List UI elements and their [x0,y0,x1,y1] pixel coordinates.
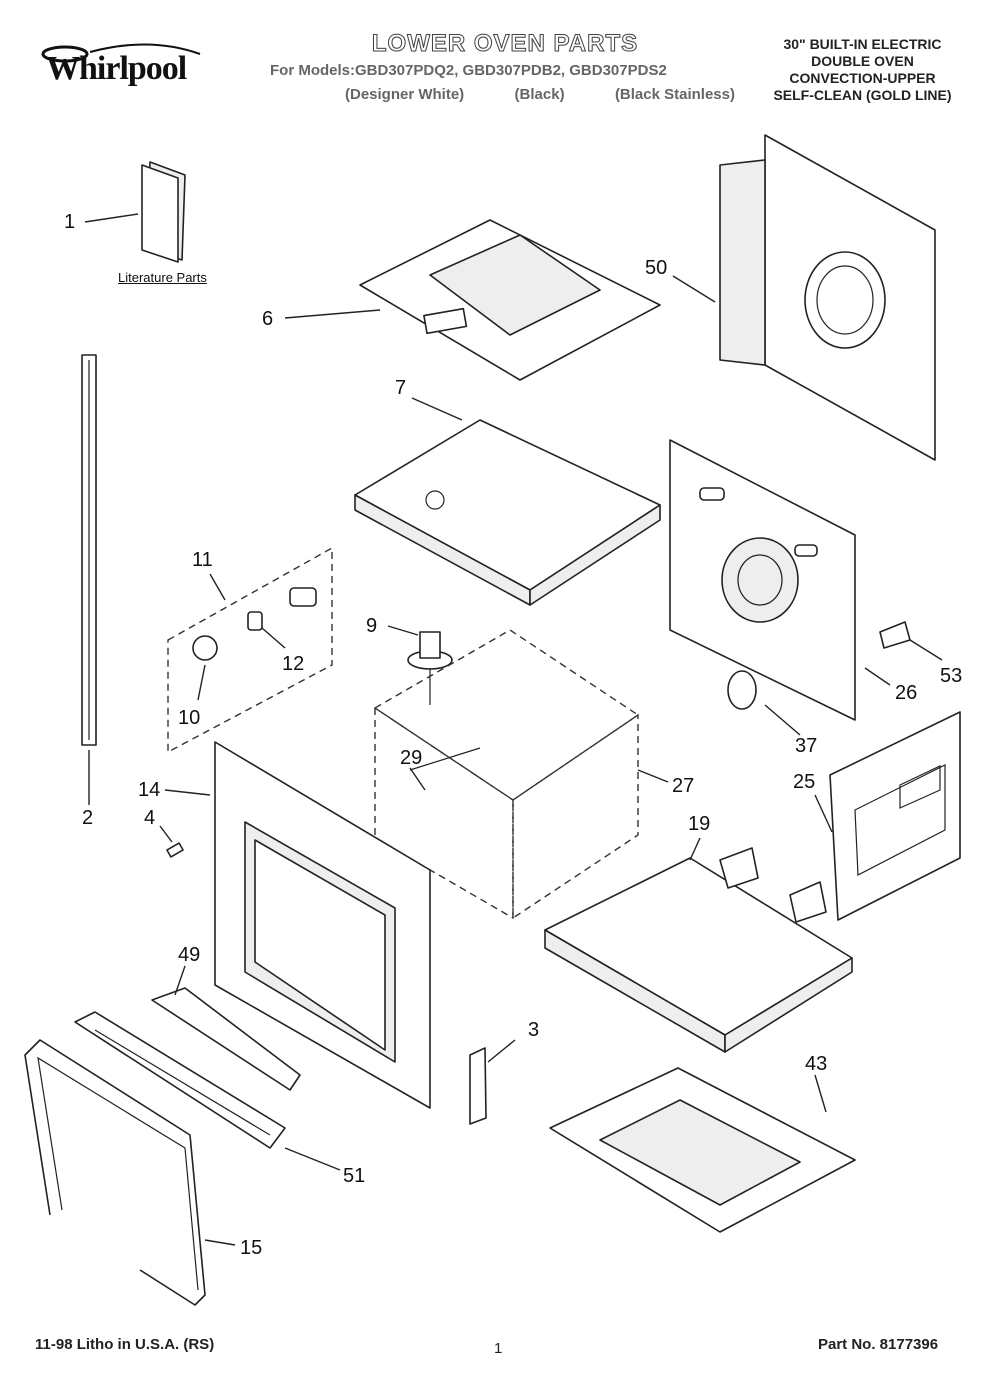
callout-12: 12 [282,653,305,675]
part-number: Part No. 8177396 [818,1336,939,1353]
model-variants: (Designer White) (Black) (Black Stainles… [345,86,735,103]
front-frame-part [214,741,431,1109]
mount-bracket-part [469,1047,487,1125]
literature-parts-label: Literature Parts [118,270,207,285]
brand-name: Whirlpool [46,50,187,87]
top-duct-panel-part [359,219,661,381]
variant-label: (Black) [514,86,565,103]
side-trim-strip-part [81,354,97,746]
thermostat-part [407,631,453,705]
callout-27: 27 [672,775,695,797]
callout-51: 51 [343,1165,366,1187]
variant-label: (Designer White) [345,86,465,103]
product-description: 30" BUILT-IN ELECTRIC DOUBLE OVEN CONVEC… [773,36,952,103]
callout-50: 50 [645,257,668,279]
callout-3: 3 [528,1019,540,1041]
callout-37: 37 [795,735,818,757]
lower-trim-part [74,1011,286,1149]
rear-panel-part [719,134,936,461]
small-bracket-part [879,621,911,649]
lamp-kit-group [167,546,333,754]
callout-9: 9 [366,615,378,637]
oven-cavity-part [373,629,640,920]
callout-14: 14 [138,779,161,801]
callout-4: 4 [144,807,156,829]
callout-25: 25 [793,771,816,793]
drip-tray-part [549,1067,856,1233]
variant-label: (Black Stainless) [614,86,735,103]
litho-note: 11-98 Litho in U.S.A. (RS) [35,1336,215,1353]
leader-lines [84,213,943,1246]
gasket-part [727,670,757,710]
bottom-plate-part [544,847,853,1053]
callout-10: 10 [178,707,201,729]
callout-49: 49 [178,944,201,966]
whirlpool-logo [30,40,210,110]
convection-panel-part [669,439,856,721]
callout-7: 7 [395,377,407,399]
upper-tray-part [354,419,661,606]
logo-swoosh-icon [41,43,201,63]
callout-15: 15 [240,1237,263,1259]
side-panel-part [829,711,961,921]
callout-6: 6 [262,308,274,330]
callout-43: 43 [805,1053,828,1075]
callout-11: 11 [192,549,213,571]
page-title: LOWER OVEN PARTS [371,30,639,58]
page-number: 1 [494,1340,503,1357]
callout-53: 53 [940,665,963,687]
vent-strip-part [151,987,301,1091]
models-line: For Models:GBD307PDQ2, GBD307PDB2, GBD30… [270,62,667,79]
screw-part [166,842,184,858]
callout-2: 2 [82,807,94,829]
callout-1: 1 [64,211,76,233]
callout-26: 26 [895,682,918,704]
callout-29: 29 [400,747,423,769]
literature-booklet-part [141,161,186,263]
callout-19: 19 [688,813,711,835]
door-gasket-part [24,1039,206,1306]
